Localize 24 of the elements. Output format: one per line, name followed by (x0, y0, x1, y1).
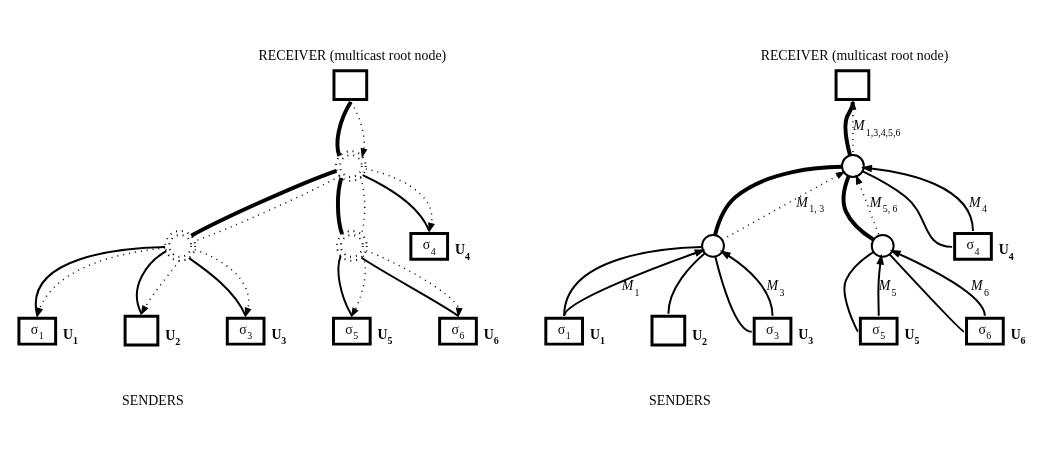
node-label: U$_{5}$ (904, 326, 920, 347)
label: SENDERS (122, 392, 184, 408)
node-label: RECEIVER (multicast root node) (258, 47, 447, 63)
edge-label: M$_{4}$ (969, 194, 987, 215)
node-label: RECEIVER (multicast root node) (760, 47, 949, 63)
node-label: U$_{5}$ (377, 326, 393, 347)
edge-label: M$_{5, 6}$ (869, 194, 898, 215)
node-label: U$_{6}$ (483, 326, 499, 347)
edge-label: M$_{3}$ (766, 278, 785, 298)
edge-label: M$_{6}$ (971, 278, 989, 298)
node-label: U$_{2}$ (165, 327, 181, 348)
edge-label: M$_{5}$ (878, 278, 897, 298)
node-label: U$_{2}$ (692, 327, 708, 348)
node-label: U$_{1}$ (63, 326, 78, 347)
node-label: U$_{3}$ (798, 326, 814, 347)
edge-label: M$_{1, 3}$ (796, 194, 825, 215)
node-label: U$_{4}$ (455, 242, 470, 262)
node-label: U$_{3}$ (271, 326, 287, 347)
label: SENDERS (649, 392, 711, 408)
node-label: U$_{6}$ (1010, 326, 1026, 347)
node-label: U$_{1}$ (589, 326, 605, 347)
edge-label: M$_{1}$ (621, 278, 640, 298)
node-label: U$_{4}$ (998, 242, 1014, 262)
edge-label: M$_{1,3,4,5,6}$ (852, 118, 901, 138)
